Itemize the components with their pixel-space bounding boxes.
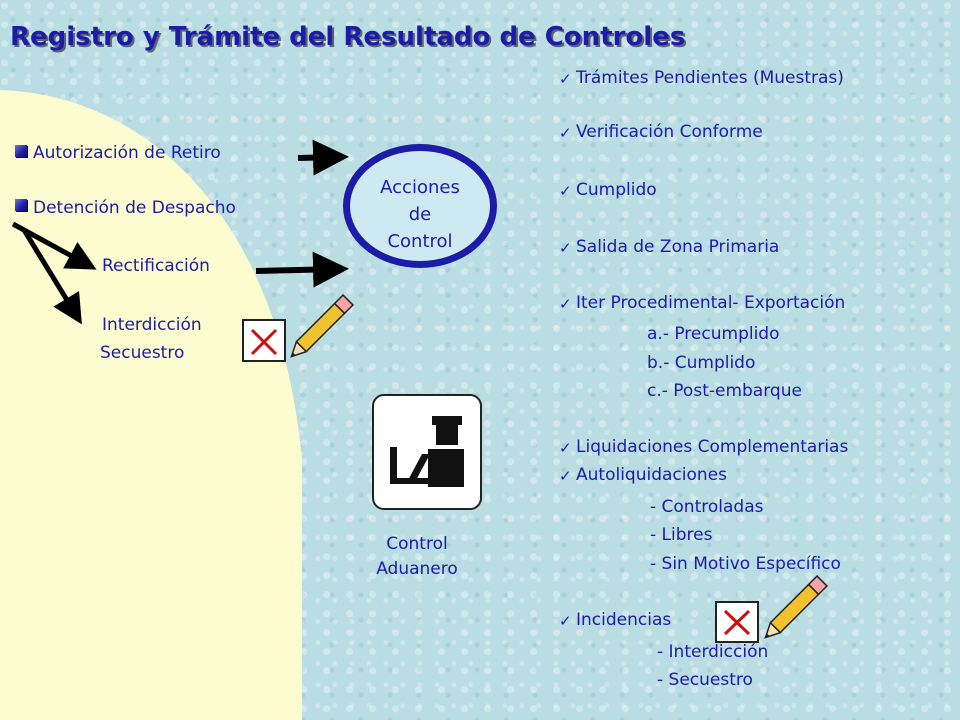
acciones-control-label: Acciones de Control — [343, 174, 497, 255]
caption-line-1: Control — [386, 534, 448, 554]
auto-sub-sin-motivo: - Sin Motivo Específico — [650, 554, 841, 574]
right-item-tramites: Trámites Pendientes (Muestras) — [576, 68, 844, 88]
acciones-control-circle — [343, 144, 497, 268]
incid-sub-interdiccion: - Interdicción — [657, 642, 769, 662]
sub-item-secuestro: Secuestro — [100, 343, 185, 363]
bullet-icon — [15, 199, 27, 211]
check-icon: ✓ — [559, 467, 572, 485]
check-icon: ✓ — [559, 612, 572, 630]
incid-sub-secuestro: - Secuestro — [657, 670, 753, 690]
sub-item-interdiccion: Interdicción — [102, 315, 202, 335]
iter-sub-precumplido: a.- Precumplido — [647, 324, 780, 344]
checkbox-x-icon — [242, 319, 286, 362]
iter-sub-postembarque: c.- Post-embarque — [647, 381, 802, 401]
circle-line-2: de — [408, 204, 432, 225]
arrow-rectificacion-to-acciones — [255, 251, 349, 288]
check-icon: ✓ — [559, 239, 572, 257]
check-icon: ✓ — [559, 182, 572, 200]
auto-sub-libres: - Libres — [650, 525, 713, 545]
auto-sub-controladas: - Controladas — [650, 497, 764, 517]
pencil-icon — [764, 574, 829, 639]
right-item-liquidaciones: Liquidaciones Complementarias — [576, 437, 849, 457]
bullet-icon — [15, 145, 27, 157]
arrow-retiro-to-acciones — [297, 139, 349, 176]
check-icon: ✓ — [559, 295, 572, 313]
right-item-autoliquidaciones: Autoliquidaciones — [576, 465, 727, 485]
right-item-salida: Salida de Zona Primaria — [576, 237, 780, 257]
sub-item-rectificacion: Rectificación — [102, 256, 210, 276]
customs-officer-icon — [372, 394, 482, 510]
left-item-detencion: Detención de Despacho — [33, 198, 236, 218]
control-aduanero-caption: Control Aduanero — [372, 532, 462, 582]
caption-line-2: Aduanero — [376, 559, 458, 579]
right-item-incidencias: Incidencias — [576, 610, 672, 630]
pencil-icon — [290, 293, 355, 358]
right-item-verificacion: Verificación Conforme — [576, 122, 763, 142]
left-item-autorizacion: Autorización de Retiro — [33, 143, 221, 163]
circle-line-3: Control — [387, 231, 453, 252]
page-title: Registro y Trámite del Resultado de Cont… — [10, 22, 686, 52]
arrow-detencion-to-interdiccion — [21, 228, 82, 325]
check-icon: ✓ — [559, 124, 572, 142]
circle-line-1: Acciones — [380, 177, 460, 198]
right-item-cumplido: Cumplido — [576, 180, 657, 200]
iter-sub-cumplido: b.- Cumplido — [647, 353, 756, 373]
check-icon: ✓ — [559, 70, 572, 88]
right-item-iter: Iter Procedimental- Exportación — [576, 293, 846, 313]
check-icon: ✓ — [559, 439, 572, 457]
checkbox-x-icon — [715, 601, 759, 643]
